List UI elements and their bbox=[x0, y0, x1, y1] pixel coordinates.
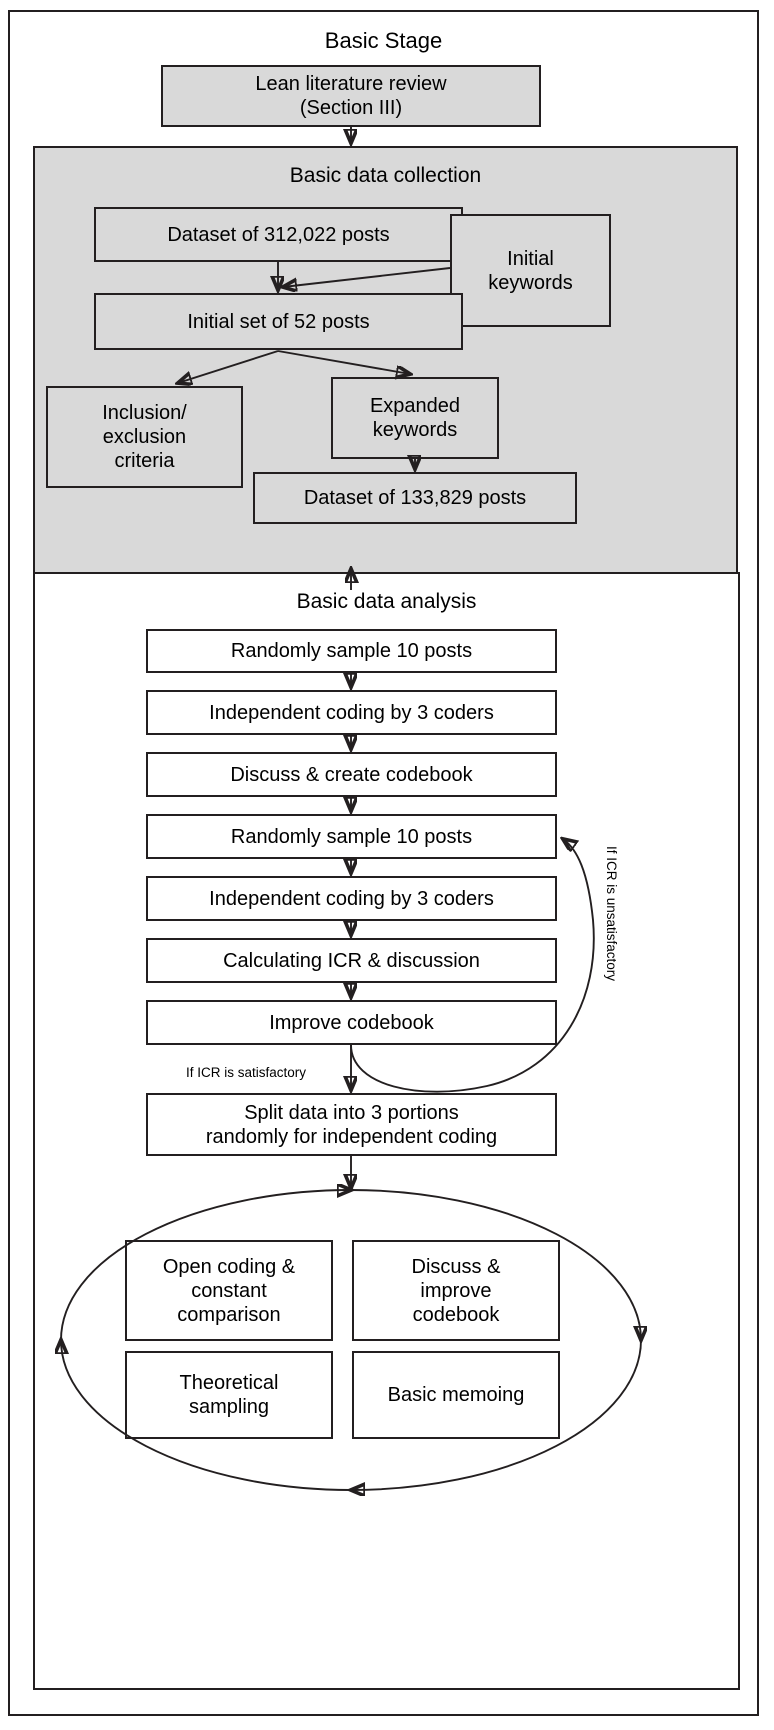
collection-title: Basic data collection bbox=[289, 164, 482, 187]
node-dataset-133829: Dataset of 133,829 posts bbox=[253, 472, 577, 524]
node-basic-memoing: Basic memoing bbox=[352, 1351, 560, 1439]
node-line-1: Inclusion/ bbox=[102, 402, 187, 424]
node-line-1: Lean literature review bbox=[255, 73, 447, 95]
node-step-randomly-sample-2: Randomly sample 10 posts bbox=[146, 814, 557, 859]
analysis-title: Basic data analysis bbox=[296, 590, 477, 613]
node-line-1: Expanded bbox=[369, 395, 461, 417]
node-dataset-312022: Dataset of 312,022 posts bbox=[94, 207, 463, 262]
node-initial-set-52: Initial set of 52 posts bbox=[94, 293, 463, 350]
node-line-2: keywords bbox=[372, 419, 458, 441]
node-line-1: Split data into 3 portions bbox=[244, 1101, 459, 1124]
node-discuss-improve-codebook: Discuss & improve codebook bbox=[352, 1240, 560, 1341]
node-step-randomly-sample-1: Randomly sample 10 posts bbox=[146, 629, 557, 673]
node-step-independent-coding-1: Independent coding by 3 coders bbox=[146, 690, 557, 735]
node-line-2: improve bbox=[420, 1279, 492, 1302]
node-open-coding-constant-comparison: Open coding & constant comparison bbox=[125, 1240, 333, 1341]
node-line-1: Discuss & bbox=[411, 1255, 501, 1278]
node-step-improve-codebook: Improve codebook bbox=[146, 1000, 557, 1045]
node-step-calculating-icr: Calculating ICR & discussion bbox=[146, 938, 557, 983]
node-step-discuss-create-codebook: Discuss & create codebook bbox=[146, 752, 557, 797]
node-step-independent-coding-2: Independent coding by 3 coders bbox=[146, 876, 557, 921]
edge-label-icr-unsatisfactory: If ICR is unsatisfactory bbox=[604, 846, 619, 982]
node-line-1: Open coding & bbox=[162, 1255, 296, 1278]
node-line-3: criteria bbox=[114, 450, 175, 472]
node-line-3: comparison bbox=[177, 1303, 281, 1326]
node-line-2: keywords bbox=[488, 271, 573, 294]
node-line-2: randomly for independent coding bbox=[205, 1125, 498, 1148]
node-inclusion-exclusion-criteria: Inclusion/ exclusion criteria bbox=[46, 386, 243, 488]
node-line-2: sampling bbox=[188, 1396, 270, 1418]
node-expanded-keywords: Expanded keywords bbox=[331, 377, 499, 459]
node-split-data: Split data into 3 portions randomly for … bbox=[146, 1093, 557, 1156]
node-line-1: Initial bbox=[507, 247, 554, 270]
edge-label-icr-satisfactory: If ICR is satisfactory bbox=[186, 1065, 307, 1080]
node-line-2: (Section III) bbox=[299, 97, 403, 119]
node-lean-literature-review: Lean literature review (Section III) bbox=[161, 65, 541, 127]
node-theoretical-sampling: Theoretical sampling bbox=[125, 1351, 333, 1439]
node-line-2: exclusion bbox=[102, 426, 187, 448]
node-line-1: Theoretical bbox=[179, 1372, 279, 1394]
page-title: Basic Stage bbox=[324, 28, 443, 53]
node-line-2: constant bbox=[191, 1279, 267, 1302]
node-line-3: codebook bbox=[412, 1303, 500, 1326]
node-initial-keywords: Initial keywords bbox=[450, 214, 611, 327]
